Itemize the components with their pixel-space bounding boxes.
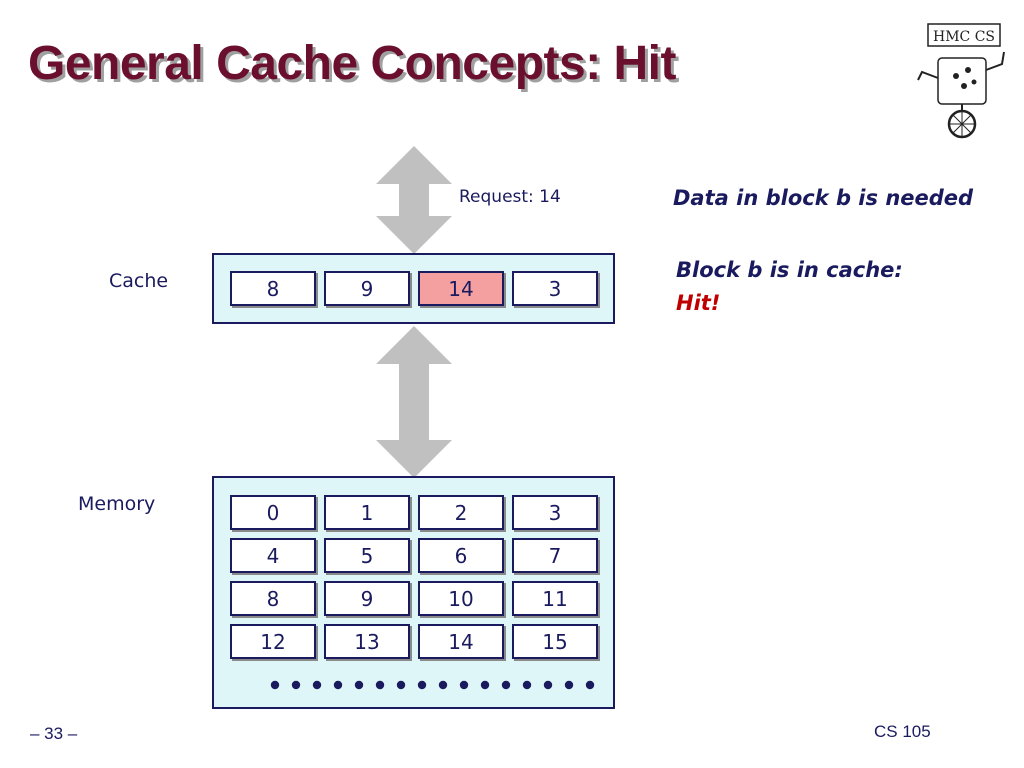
memory-block: 14	[418, 624, 504, 659]
memory-block: 7	[512, 538, 598, 573]
memory-block: 13	[324, 624, 410, 659]
cache-block: 8	[230, 271, 316, 306]
memory-block: 1	[324, 495, 410, 530]
memory-block: 10	[418, 581, 504, 616]
note-hit: Hit!	[676, 291, 721, 315]
page-number: – 33 –	[30, 724, 78, 743]
memory-block: 4	[230, 538, 316, 573]
memory-panel: 0 1 2 3 4 5 6 7 8 9 10 11 12 13 14 15	[212, 476, 615, 709]
memory-block: 8	[230, 581, 316, 616]
memory-block: 2	[418, 495, 504, 530]
cache-block: 3	[512, 271, 598, 306]
memory-block: 3	[512, 495, 598, 530]
memory-ellipsis	[270, 680, 595, 690]
memory-block: 9	[324, 581, 410, 616]
memory-block: 15	[512, 624, 598, 659]
logo-banner: HMC CS	[927, 23, 1001, 47]
cache-memory-arrow	[376, 326, 452, 478]
request-arrow	[376, 146, 452, 254]
note-block-in-cache: Block b is in cache:	[676, 258, 903, 282]
logo-text: HMC CS	[933, 29, 995, 45]
memory-block: 6	[418, 538, 504, 573]
cache-label: Cache	[109, 270, 169, 292]
cache-panel: 8 9 14 3	[212, 253, 615, 324]
cache-block-hit: 14	[418, 271, 504, 306]
memory-block: 5	[324, 538, 410, 573]
slide-title: General Cache Concepts: Hit	[28, 37, 677, 90]
memory-block: 12	[230, 624, 316, 659]
memory-block: 11	[512, 581, 598, 616]
memory-label: Memory	[78, 493, 156, 515]
request-label: Request: 14	[459, 187, 561, 207]
hmc-cs-logo: HMC CS	[917, 23, 1005, 139]
cache-block: 9	[324, 271, 410, 306]
memory-block: 0	[230, 495, 316, 530]
note-data-needed: Data in block b is needed	[673, 186, 974, 210]
course-label: CS 105	[874, 722, 931, 741]
